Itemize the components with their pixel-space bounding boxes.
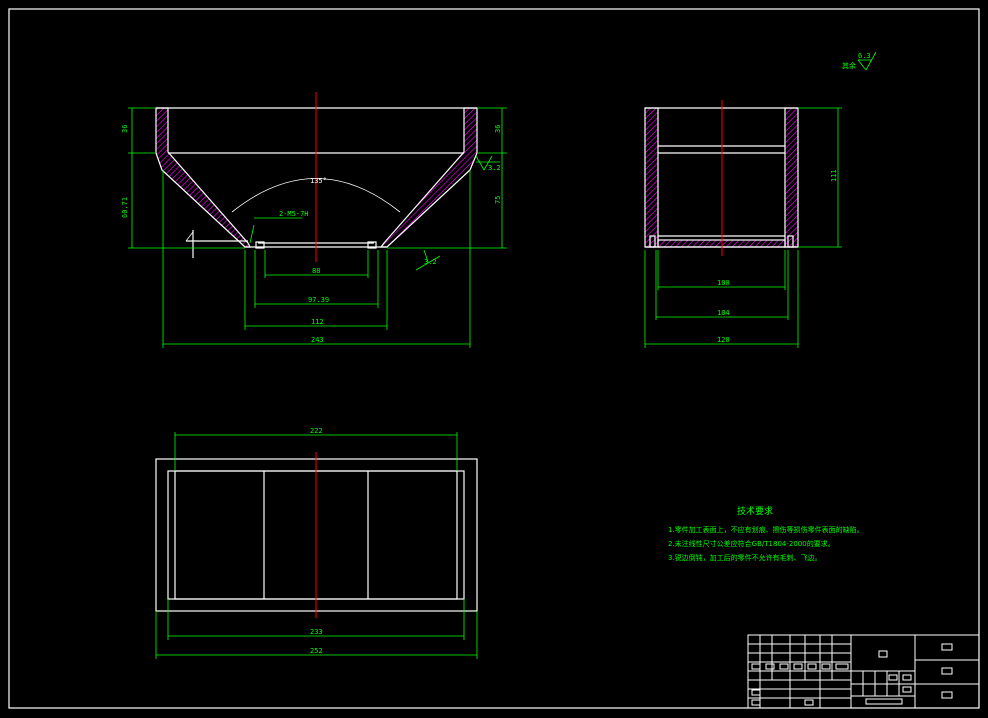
dim-252: 252 [310,647,323,655]
dim-222: 222 [310,427,323,435]
tech-req-line-3: 3.锐边倒钝，加工后的零件不允许有毛刺、飞边。 [668,553,822,562]
tech-req-line-2: 2.未注线性尺寸公差应符合GB/T1804-2000的要求。 [668,539,835,548]
front-right-wall-hatch [379,107,478,248]
side-dim-texts: 111 100 104 120 [717,169,838,344]
dim-243: 243 [311,336,324,344]
angle-135: 135° [310,177,327,185]
tech-req-title: 技术要求 [737,505,773,517]
side-right-wall [784,107,799,248]
side-dimensions [644,107,842,348]
dim-36-right: 36 [494,125,502,133]
dim-104: 104 [717,309,730,317]
side-left-wall [644,107,659,248]
roughness-default-label: 其余 [842,61,856,70]
front-dimensions [128,107,507,348]
dim-36-left: 36 [121,125,129,133]
front-dim-texts: 36 60.71 36 75 88 97.39 112 243 135° 2-M… [121,125,502,344]
roughness-bottom-value: 3.2 [424,258,437,266]
thread-label: 2-M5-7H [279,210,309,218]
top-dimensions [155,432,478,659]
dim-60-71: 60.71 [121,197,129,218]
dim-100: 100 [717,279,730,287]
front-left-wall-hatch [155,107,251,248]
title-block [747,634,980,709]
dim-88: 88 [312,267,320,275]
dim-233: 233 [310,628,323,636]
tech-req-line-1: 1.零件加工表面上，不应有划痕、擦伤等损伤零件表面的缺陷。 [668,525,864,534]
dim-111: 111 [830,169,838,182]
dim-112: 112 [311,318,324,326]
tech-requirements: 技术要求 1.零件加工表面上，不应有划痕、擦伤等损伤零件表面的缺陷。 2.未注线… [668,505,864,562]
roughness-default-symbol [857,51,877,71]
sheet-border [8,8,980,709]
dim-97-39: 97.39 [308,296,329,304]
dim-120: 120 [717,336,730,344]
roughness-default-value: 6.3 [858,52,871,60]
roughness-right-value: 3.2 [488,164,501,172]
top-dim-texts: 222 233 252 [310,427,323,655]
front-view [155,107,478,258]
dim-75-right: 75 [494,196,502,204]
